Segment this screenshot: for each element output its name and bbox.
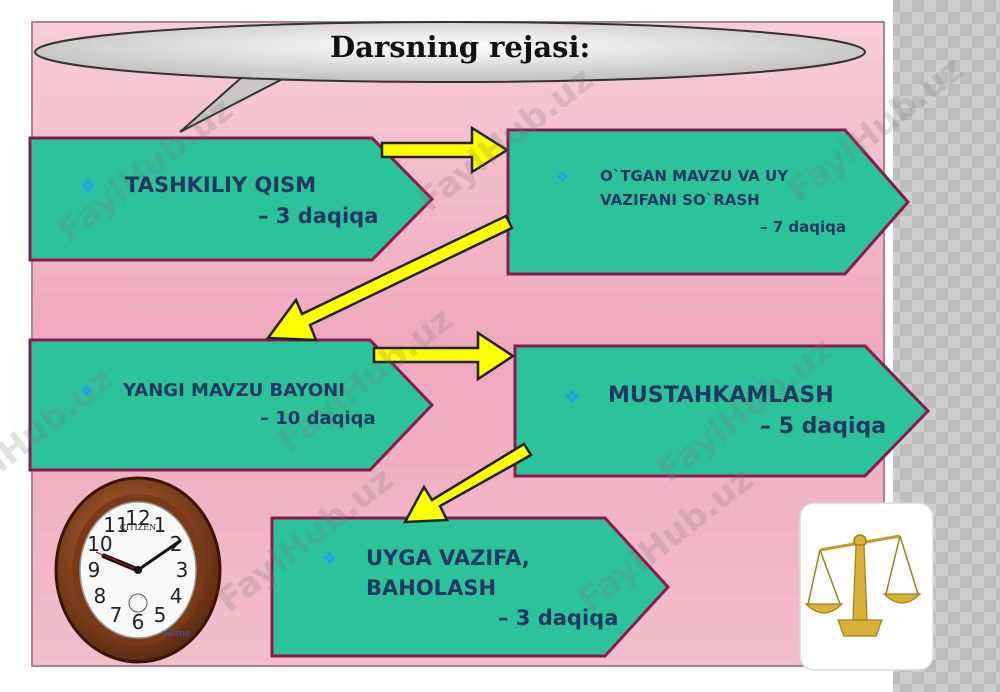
clock-numeral: 3 (176, 558, 189, 582)
step-4-label: MUSTAHKAMLASH (608, 383, 834, 408)
clock-numeral: 11 (103, 513, 128, 537)
clock-numeral: 5 (154, 603, 167, 627)
bullet-diamond-icon: ❖ (556, 169, 570, 186)
step-2-label-line2: VAZIFANI SO`RASH (600, 191, 760, 209)
step-4-time: – 5 daqiqa (760, 414, 887, 439)
arrow-icon (380, 125, 510, 175)
clock-numeral: 7 (110, 603, 123, 627)
clock-numeral: 1 (154, 513, 167, 537)
clock-numeral: 6 (132, 610, 145, 634)
bullet-diamond-icon: ❖ (80, 383, 94, 400)
step-1-time: – 3 daqiqa (258, 204, 379, 228)
step-3-time: – 10 daqiqa (260, 408, 376, 429)
bullet-diamond-icon: ❖ (80, 176, 97, 196)
step-5-label-line2: BAHOLASH (366, 576, 497, 600)
title-bubble (34, 21, 866, 133)
arrow-icon (265, 214, 514, 342)
clock-numeral: 9 (88, 558, 101, 582)
step-2-label-line1: O`TGAN MAVZU VA UY (600, 167, 789, 185)
step-1-label: TASHKILIY QISM (125, 173, 317, 197)
clock-numeral: 4 (170, 584, 183, 608)
bullet-diamond-icon: ❖ (322, 549, 338, 568)
clock-logo: altime (162, 629, 191, 639)
step-2-time: – 7 daqiqa (760, 218, 846, 236)
slide-title: Darsning rejasi: (330, 30, 591, 64)
clock-brand: CITIZEN (120, 523, 156, 532)
scales-icon (799, 502, 934, 671)
step-box-1 (28, 136, 435, 262)
step-box-2 (506, 128, 910, 276)
step-5-time: – 3 daqiqa (498, 606, 619, 630)
step-box-5 (270, 516, 671, 658)
step-5-label-line1: UYGA VAZIFA, (366, 546, 530, 570)
bullet-diamond-icon: ❖ (564, 387, 581, 407)
clock-numeral: 8 (94, 584, 107, 608)
arrow-icon (402, 442, 533, 524)
clock-numeral: 10 (87, 532, 112, 556)
clock-numeral: 12 (125, 506, 150, 530)
arrow-icon (372, 330, 516, 382)
wall-clock-icon: 121234567891011 CITIZEN altime (54, 476, 222, 664)
step-3-label: YANGI MAVZU BAYONI (123, 380, 345, 401)
